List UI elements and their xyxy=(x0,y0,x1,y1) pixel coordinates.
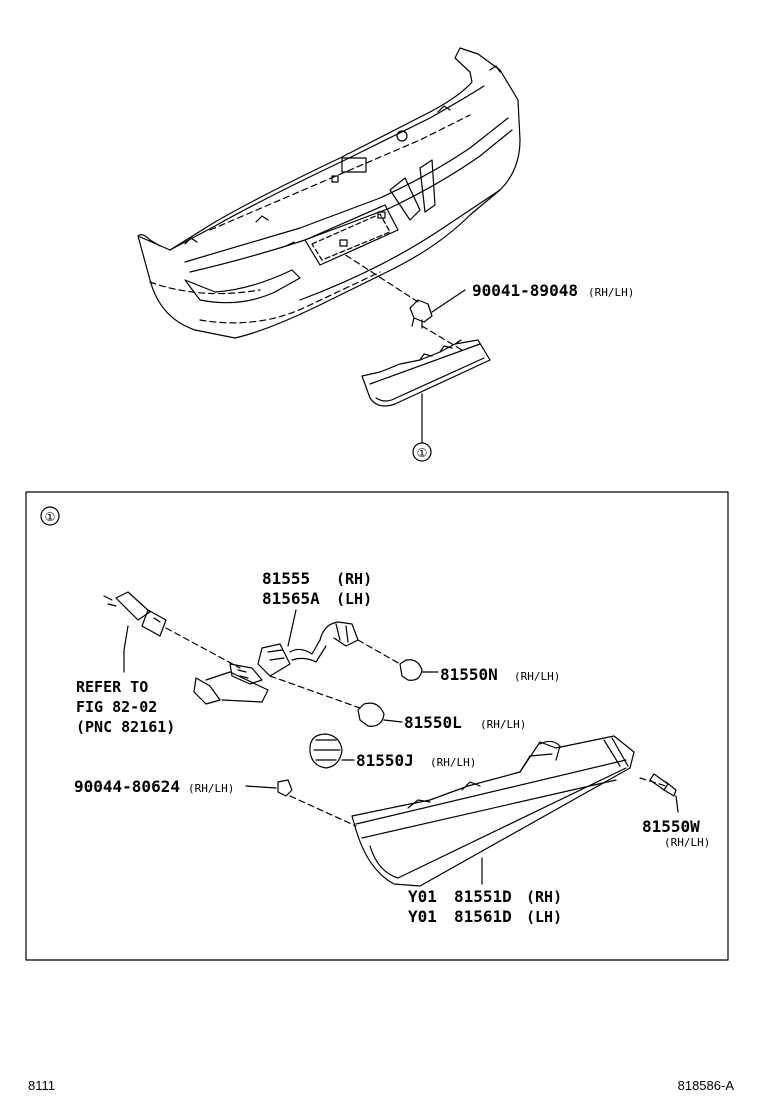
callout-circle-detail xyxy=(40,506,60,526)
part-label-81550L[interactable]: 81550L xyxy=(404,713,462,732)
callout-number-detail: ① xyxy=(45,510,56,524)
rear-bumper-illustration xyxy=(137,47,521,339)
part-label-81551D[interactable]: 81551D xyxy=(454,887,512,906)
part-side-90044-80624: (RH/LH) xyxy=(188,782,234,795)
part-side-81550W: (RH/LH) xyxy=(664,836,710,849)
part-label-81550N[interactable]: 81550N xyxy=(440,665,498,684)
part-label-90044-80624[interactable]: 90044-80624 xyxy=(74,777,180,796)
screw-81550W-illustration xyxy=(649,773,677,797)
callout-circle-top xyxy=(412,442,432,462)
bulb-81550N-illustration xyxy=(399,659,423,681)
callout-number-top: ① xyxy=(417,446,428,460)
rear-lamp-lens-illustration xyxy=(351,735,635,887)
part-side-81561D: (LH) xyxy=(526,908,562,926)
part-side-90041-89048: (RH/LH) xyxy=(588,286,634,299)
part-side-81550L: (RH/LH) xyxy=(480,718,526,731)
socket-and-wire-illustration xyxy=(193,621,359,705)
part-side-81550J: (RH/LH) xyxy=(430,756,476,769)
part-prefix-81561D: Y01 xyxy=(408,907,437,926)
part-side-81555: (RH) xyxy=(336,570,372,588)
part-label-81565A[interactable]: 81565A xyxy=(262,589,320,608)
screw-90044-80624-illustration xyxy=(277,779,293,797)
part-label-90041-89048[interactable]: 90041-89048 xyxy=(472,281,578,300)
part-label-81555[interactable]: 81555 xyxy=(262,569,310,588)
part-prefix-81551D: Y01 xyxy=(408,887,437,906)
bulb-81550L-illustration xyxy=(357,702,385,727)
socket-81550J-illustration xyxy=(309,733,343,769)
part-side-81551D: (RH) xyxy=(526,888,562,906)
part-side-81565A: (LH) xyxy=(336,590,372,608)
footer-right-code: 818586-A xyxy=(678,1078,735,1093)
refer-text-line2[interactable]: FIG 82-02 xyxy=(76,698,157,716)
part-label-81550W[interactable]: 81550W xyxy=(642,817,700,836)
part-side-81550N: (RH/LH) xyxy=(514,670,560,683)
rear-lamp-assembly-illustration xyxy=(361,339,491,407)
footer-left-code: 8111 xyxy=(28,1078,55,1093)
refer-text-line1: REFER TO xyxy=(76,678,148,696)
detail-frame xyxy=(25,491,729,961)
retainer-clip-illustration xyxy=(409,299,433,329)
part-label-81561D[interactable]: 81561D xyxy=(454,907,512,926)
refer-text-line3: (PNC 82161) xyxy=(76,718,175,736)
part-label-81550J[interactable]: 81550J xyxy=(356,751,414,770)
wire-harness-connector-illustration xyxy=(103,591,167,637)
